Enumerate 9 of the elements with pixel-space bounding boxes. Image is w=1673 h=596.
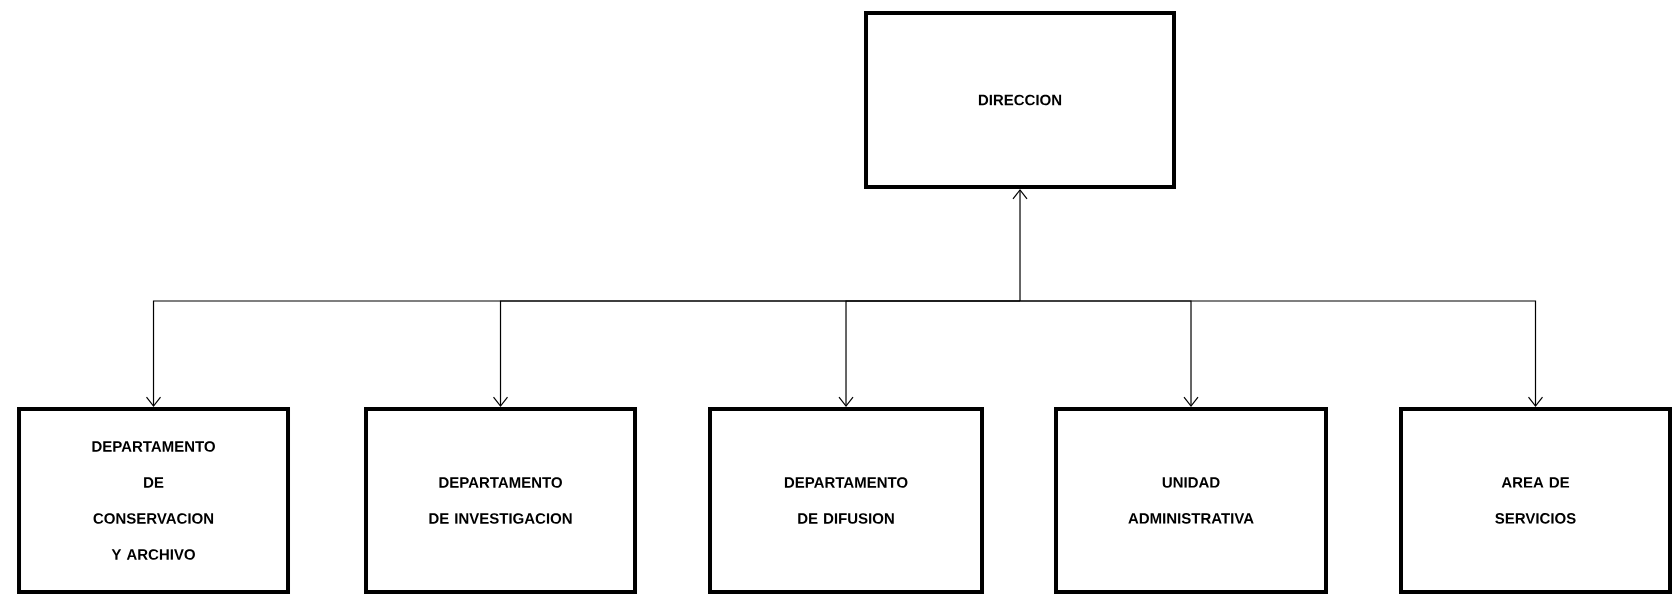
- connector-arrow: [1019, 300, 1544, 407]
- connector-arrow: [1012, 189, 1028, 302]
- org-box: UNIDAD ADMINISTRATIVA: [1054, 407, 1328, 594]
- org-box: DEPARTAMENTO DE CONSERVACION Y ARCHIVO: [17, 407, 290, 594]
- org-box: DIRECCION: [864, 11, 1176, 189]
- org-box: AREA DE SERVICIOS: [1399, 407, 1672, 594]
- org-box: DEPARTAMENTO DE DIFUSION: [708, 407, 984, 594]
- connector-arrow: [838, 300, 1021, 407]
- org-box: DEPARTAMENTO DE INVESTIGACION: [364, 407, 637, 594]
